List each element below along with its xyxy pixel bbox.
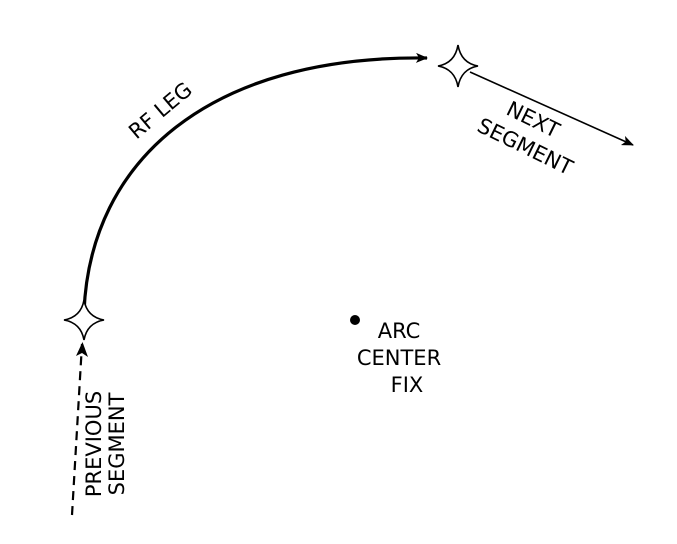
rf-leg-label: RF LEG	[124, 77, 197, 143]
end-waypoint-star-icon	[437, 44, 479, 88]
arc-center-fix-dot-icon	[350, 315, 360, 325]
arc-center-label-line2: CENTER	[357, 346, 441, 370]
previous-segment-arrowhead-icon	[76, 342, 88, 357]
next-segment-line	[469, 71, 634, 146]
start-waypoint-star-icon	[63, 299, 105, 341]
rf-leg-arc	[82, 52, 428, 313]
arc-center-label-line1: ARC	[378, 319, 421, 343]
arc-center-label-line3: FIX	[391, 373, 424, 397]
previous-segment-line	[70, 343, 84, 516]
previous-segment-label-line2: SEGMENT	[105, 392, 129, 495]
previous-segment-label-line1: PREVIOUS	[82, 391, 106, 497]
